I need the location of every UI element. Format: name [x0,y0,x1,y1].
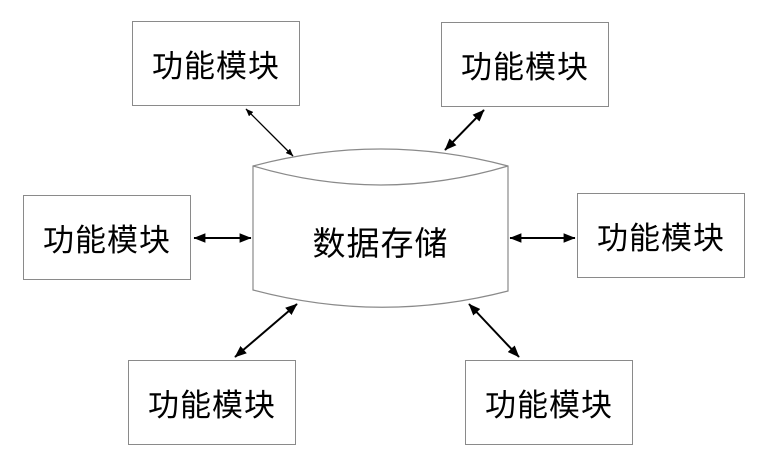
arrow-top-right [444,109,485,151]
arrow-bottom-left [234,303,298,358]
module-label: 功能模块 [148,388,276,423]
arrow-top-left [245,108,294,157]
module-box-bottom-right: 功能模块 [465,360,633,445]
module-box-middle-left: 功能模块 [23,195,191,280]
module-box-top-right: 功能模块 [441,22,609,107]
module-label: 功能模块 [597,221,725,256]
module-box-top-left: 功能模块 [132,21,300,106]
module-label: 功能模块 [485,388,613,423]
database-cylinder-shape [252,148,509,308]
module-label: 功能模块 [461,50,589,85]
data-storage-label: 数据存储 [312,227,449,263]
module-box-middle-right: 功能模块 [577,193,745,278]
module-label: 功能模块 [43,223,171,258]
module-label: 功能模块 [152,49,280,84]
cylinder-lens-arc [252,165,509,186]
module-box-bottom-left: 功能模块 [128,360,296,445]
arrow-bottom-right [468,303,520,358]
